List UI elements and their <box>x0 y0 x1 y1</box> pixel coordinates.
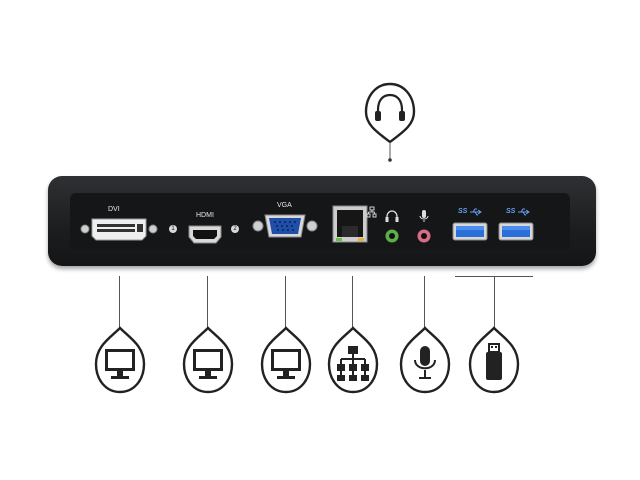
display-marker-2: 2 <box>231 225 239 233</box>
headphone-jack <box>385 210 399 243</box>
leader-line-dvi <box>119 276 120 328</box>
usb-drive-icon <box>468 326 520 394</box>
leader-line-vga <box>285 276 286 328</box>
usb3-port-1 <box>452 222 488 241</box>
microphone-jack <box>417 210 431 243</box>
vga-port <box>252 214 318 238</box>
usb-symbol-icon <box>518 208 530 216</box>
leader-line-microphone <box>424 276 425 328</box>
monitor-icon <box>182 326 234 394</box>
dvi-label: DVI <box>108 206 120 213</box>
monitor-icon <box>260 326 312 394</box>
leader-line-usb <box>494 276 495 328</box>
leader-line-ethernet <box>352 276 353 328</box>
hdmi-label: HDMI <box>196 212 214 219</box>
headphones-icon <box>364 82 416 162</box>
display-marker-1: 1 <box>169 225 177 233</box>
vga-label: VGA <box>277 202 292 209</box>
network-icon <box>327 326 379 394</box>
usb-symbol-icon <box>470 208 482 216</box>
hdmi-port <box>188 225 222 244</box>
leader-line-hdmi <box>207 276 208 328</box>
usb3-port-2 <box>498 222 534 241</box>
usb3-label-2: SS <box>506 208 516 215</box>
microphone-icon <box>399 326 451 394</box>
ethernet-port <box>332 205 377 243</box>
monitor-icon <box>94 326 146 394</box>
usb3-label-1: SS <box>458 208 468 215</box>
dvi-port <box>80 218 158 241</box>
